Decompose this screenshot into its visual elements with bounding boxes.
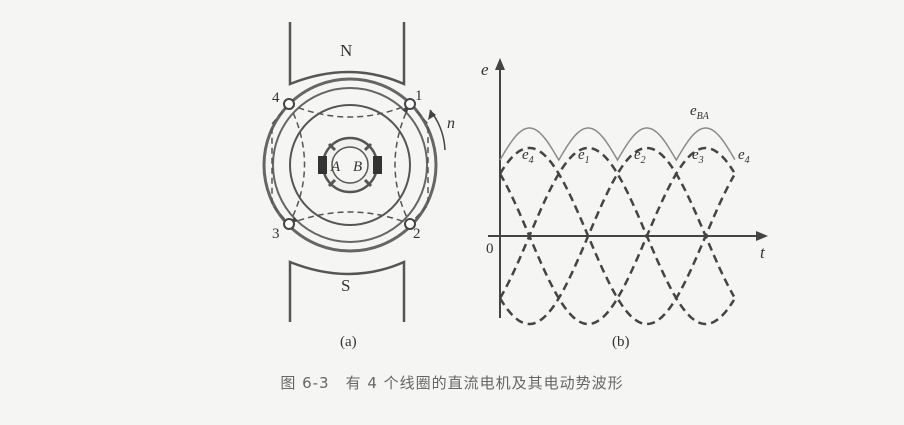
coil-emf-curve-2 (498, 146, 736, 326)
waveform-plot: e t 0 eBA e4 e1 e2 e3 e4 (b) (481, 58, 768, 350)
curve-label-e4-right: e4 (738, 147, 750, 166)
coil-emf-curves (498, 146, 736, 326)
panel-b-label: (b) (612, 334, 630, 350)
brush-a-block (318, 156, 327, 174)
coil-emf-curve-1 (498, 146, 736, 326)
south-pole-label: S (341, 276, 350, 295)
motor-diagram: N S A B n 1 2 3 4 (a) (262, 22, 455, 350)
coil-number-2: 2 (413, 226, 421, 242)
north-pole-label: N (340, 41, 352, 60)
brush-b-label: B (353, 159, 362, 175)
curve-label-e3: e3 (692, 147, 704, 166)
coil-emf-curve-4 (498, 146, 736, 326)
coil-emf-curve-3 (498, 146, 736, 326)
brush-b-block (373, 156, 382, 174)
outer-stator-ring (262, 77, 438, 253)
inner-stator-ring (272, 87, 428, 243)
brush-a-label: A (330, 159, 341, 175)
curve-label-e2: e2 (634, 147, 646, 166)
figure-caption: 图 6-3 有 4 个线圈的直流电机及其电动势波形 (280, 374, 624, 392)
sum-curve-label: eBA (690, 103, 710, 122)
total-emf-curve (499, 127, 736, 162)
y-axis-label: e (481, 60, 489, 79)
south-pole-piece (288, 260, 406, 322)
coil-number-3: 3 (272, 226, 280, 242)
origin-label: 0 (486, 241, 494, 257)
x-axis-label: t (760, 243, 766, 262)
curve-label-e4-left: e4 (522, 147, 534, 166)
coil-windings (271, 103, 429, 225)
panel-a-label: (a) (340, 334, 357, 350)
commutator (318, 136, 382, 194)
rotor-circle (289, 104, 411, 226)
curve-label-e1: e1 (578, 147, 590, 166)
rotation-label: n (447, 115, 455, 132)
north-pole-piece (288, 22, 406, 86)
coil-number-4: 4 (272, 90, 280, 106)
coil-number-1: 1 (415, 88, 423, 104)
